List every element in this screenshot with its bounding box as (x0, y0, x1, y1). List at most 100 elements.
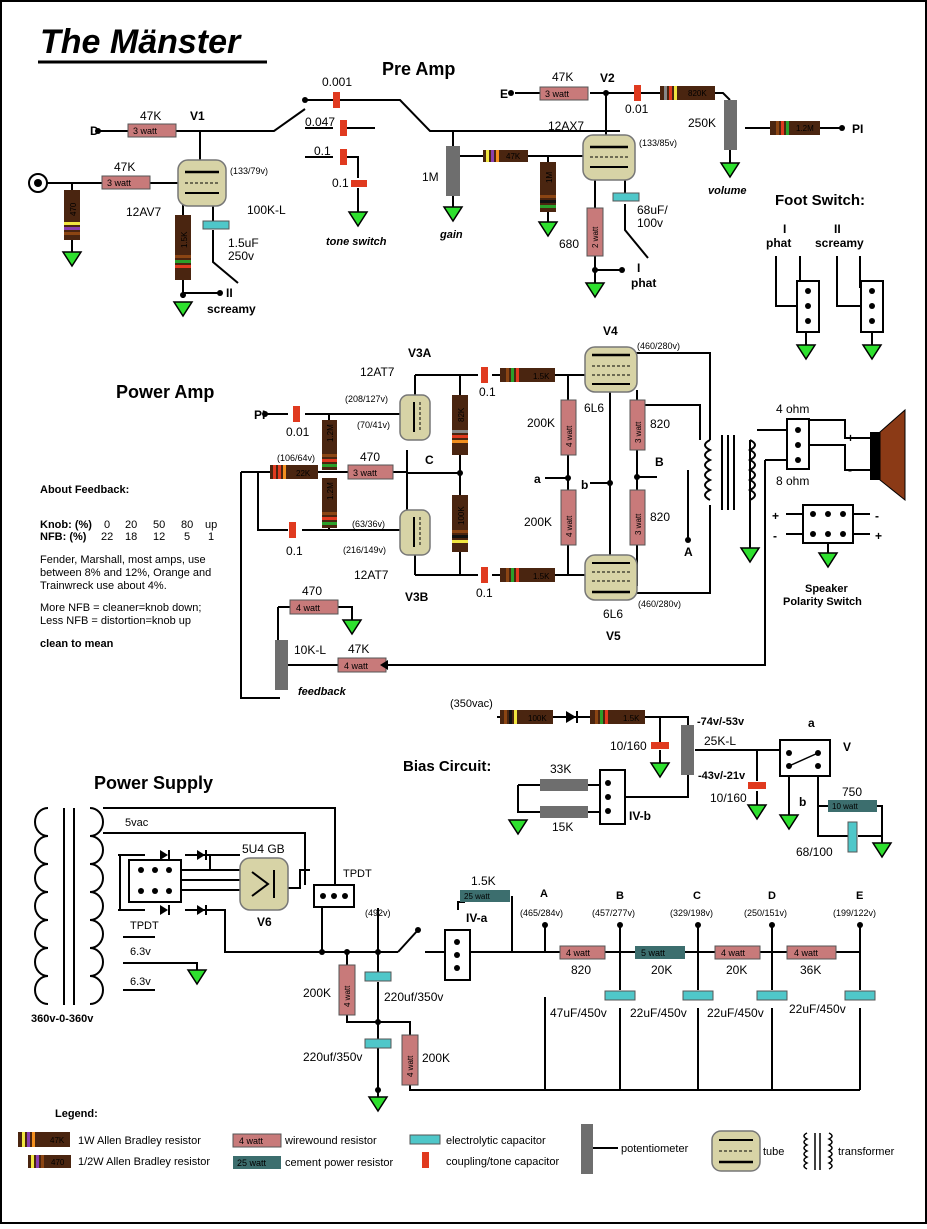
ps-diode-icons (160, 850, 207, 915)
ps-D-voltage: (250/151v) (744, 908, 787, 918)
feedback-potentiometer[interactable] (275, 640, 288, 690)
ground-symbols (61, 162, 893, 1113)
ps-TPDT-switch[interactable] (313, 884, 355, 908)
cap-68uF (612, 192, 640, 202)
resistor-22K: 22K (270, 465, 318, 479)
impedance-selector[interactable] (786, 418, 810, 470)
screamy-label: screamy (207, 302, 256, 316)
power-transformer (34, 807, 104, 1005)
foot-switch-I: I (783, 222, 786, 236)
resistor-100K-bias: 100K (500, 710, 553, 724)
node-ps-main (319, 949, 325, 955)
foot-switch-II: II (834, 222, 841, 236)
v1-type: 12AV7 (126, 205, 161, 219)
label-PI-2: PI (254, 408, 265, 422)
label-A: A (684, 545, 693, 559)
ground-icon (817, 552, 839, 569)
ps-TPDT-label: TPDT (343, 868, 372, 880)
cap-0-1b-label: 0.1 (332, 176, 349, 190)
ground-icon (537, 221, 559, 238)
switch-V[interactable] (779, 739, 831, 777)
gain-potentiometer[interactable] (446, 146, 460, 196)
cap-10-160-b-label: 10/160 (710, 791, 747, 805)
resistor-1-2M-b: 1.2M (322, 478, 337, 528)
bias-350vac-label: (350vac) (450, 698, 493, 710)
node-ps-gnd (375, 1087, 381, 1093)
switch-IV-a[interactable] (444, 929, 471, 981)
pot-100K-L-label: 100K-L (247, 203, 286, 217)
volume-potentiometer[interactable] (724, 100, 737, 150)
ground-icon (719, 162, 741, 179)
resistor-47K-3watt-in: 3 watt (101, 175, 151, 190)
svg-text:4 watt: 4 watt (406, 1055, 415, 1077)
tube-v1 (177, 159, 227, 207)
ps-220b-label: 220uf/350v (303, 1050, 362, 1064)
tone-switch-throw[interactable] (302, 97, 308, 103)
cap-68-100 (847, 821, 858, 853)
legend-tube-swatch (711, 1130, 761, 1172)
resistor-100K: 100K (452, 495, 468, 552)
foot-switch-jack-II[interactable] (860, 280, 884, 333)
speaker-polarity-switch[interactable] (802, 504, 854, 544)
knob-row-20: 20 (125, 519, 137, 531)
ground-icon (861, 344, 883, 361)
cap-100v-label: 100v (637, 216, 663, 230)
svg-text:10 watt: 10 watt (832, 802, 859, 811)
ps-22uFb-label: 22uF/450v (707, 1006, 764, 1020)
phat-label: phat (631, 276, 656, 290)
bias-potentiometer[interactable] (681, 725, 694, 775)
switch-IV-b[interactable] (599, 769, 626, 825)
feedback-note-line5: Less NFB = distortion=knob up (40, 615, 191, 627)
knob-row-label: Knob: (%) (40, 519, 92, 531)
resistor-1-5K-v1: 1.5K (175, 215, 191, 280)
ps-A-voltage: (465/284v) (520, 908, 563, 918)
ps-cap-220-b (364, 1038, 392, 1049)
ps-resistor-20K-a: 5 watt (635, 946, 685, 959)
cap-250v-label: 250v (228, 249, 254, 263)
foot-switch-jack-I[interactable] (796, 280, 820, 333)
resistor-1-2M-pi: 1.2M (770, 121, 820, 135)
svg-text:4 watt: 4 watt (566, 948, 591, 958)
tube-v4 (584, 346, 638, 393)
label-B: B (655, 455, 664, 469)
svg-text:4 watt: 4 watt (721, 948, 746, 958)
ground-icon (186, 969, 208, 986)
input-jack[interactable] (28, 173, 48, 193)
r-680-label: 680 (559, 237, 579, 251)
ps-resistor-1-5K-25watt: 25 watt (460, 890, 510, 902)
resistor-1-5K-bias: 1.5K (590, 710, 645, 724)
legend-transformer-icon (803, 1132, 833, 1170)
v3-grid-voltage: (106/64v) (277, 453, 315, 463)
ps-node-C: C (693, 890, 701, 902)
svg-text:3 watt: 3 watt (107, 178, 132, 188)
label-C: C (425, 453, 434, 467)
legend-halfw-resistor-swatch: 470 (28, 1155, 71, 1168)
tube-v2 (582, 134, 636, 181)
resistor-200K-a: 4 watt (560, 399, 577, 456)
r-200Kb-label: 200K (524, 515, 552, 529)
cap-0-01-pi-label: 0.01 (286, 425, 310, 439)
ps-dot-A (542, 922, 548, 928)
bias-circuit-heading: Bias Circuit: (403, 758, 491, 775)
ps-node-B: B (616, 890, 624, 902)
ps-dot-D (769, 922, 775, 928)
pot-250K-label: 250K (688, 116, 716, 130)
cap-0-1-fb (289, 522, 296, 538)
ground-icon (739, 547, 761, 564)
r-33K-label: 33K (550, 762, 571, 776)
standby-switch-throw[interactable] (415, 927, 421, 933)
ps-dot-E (857, 922, 863, 928)
bias-high-label: -74v/-53v (697, 716, 745, 728)
ps-36K-label: 36K (800, 963, 821, 977)
nfb-row-label: NFB: (%) (40, 531, 87, 543)
ground-icon (347, 211, 369, 228)
ps-diode-switch[interactable] (128, 859, 182, 903)
svg-text:1.5K: 1.5K (623, 714, 640, 723)
node-C (457, 470, 463, 476)
ps-22uFa-label: 22uF/450v (630, 1006, 687, 1020)
cap-0-01-pi (293, 406, 300, 422)
node-v1-cathode (180, 292, 186, 298)
r-47K-in-label: 47K (114, 160, 135, 174)
ps-cap-22uF-c (844, 990, 876, 1001)
